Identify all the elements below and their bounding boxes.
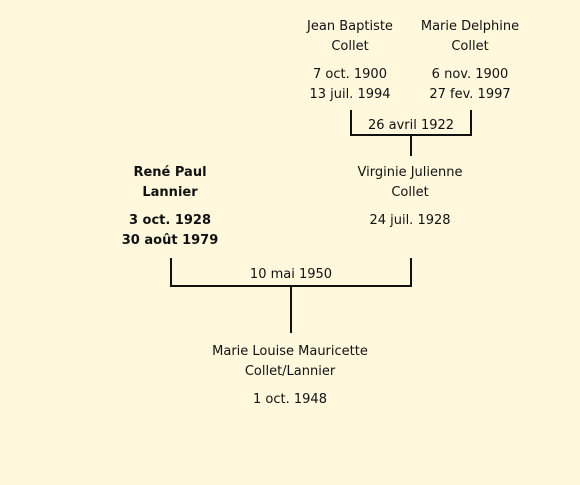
person-marie-delphine-collet[interactable]: Marie Delphine Collet 6 nov. 1900 27 fev…: [410, 17, 530, 105]
connector-left-vertical: [350, 110, 352, 136]
connector-horizontal: [350, 134, 472, 136]
person-name-line2: Collet: [391, 185, 429, 200]
person-name-line1: Marie Louise Mauricette: [212, 344, 368, 359]
connector-horizontal: [170, 285, 412, 287]
person-rene-paul-lannier[interactable]: René Paul Lannier 3 oct. 1928 30 août 19…: [110, 163, 230, 251]
person-jean-baptiste-collet[interactable]: Jean Baptiste Collet 7 oct. 1900 13 juil…: [290, 17, 410, 105]
connector-descent: [410, 136, 412, 156]
connector-right-vertical: [470, 110, 472, 136]
person-name-line2: Collet: [451, 39, 489, 54]
person-birth-date: 3 oct. 1928: [128, 213, 212, 228]
person-name-line2: Lannier: [142, 185, 198, 200]
person-birth-date: 7 oct. 1900: [313, 67, 387, 82]
connector-descent: [290, 287, 292, 333]
person-birth-date: 24 juil. 1928: [369, 213, 451, 228]
person-birth-date: 1 oct. 1948: [253, 392, 327, 407]
person-marie-louise-mauricette[interactable]: Marie Louise Mauricette Collet/Lannier 1…: [190, 342, 390, 410]
person-name-line2: Collet: [331, 39, 369, 54]
person-death-date: 27 fev. 1997: [429, 87, 511, 102]
person-name-line2: Collet/Lannier: [244, 364, 336, 379]
person-death-date: 13 juil. 1994: [309, 87, 391, 102]
marriage-date-parents: 10 mai 1950: [249, 267, 333, 282]
person-name-line1: Marie Delphine: [420, 19, 520, 34]
connector-left-vertical: [170, 258, 172, 287]
connector-right-vertical: [410, 258, 412, 287]
marriage-date-grandparents: 26 avril 1922: [367, 118, 455, 133]
person-death-date: 30 août 1979: [121, 233, 219, 248]
person-birth-date: 6 nov. 1900: [431, 67, 509, 82]
person-virginie-julienne-collet[interactable]: Virginie Julienne Collet 24 juil. 1928: [340, 163, 480, 231]
person-name-line1: Jean Baptiste: [307, 19, 393, 34]
person-name-line1: René Paul: [133, 165, 207, 180]
person-name-line1: Virginie Julienne: [357, 165, 463, 180]
